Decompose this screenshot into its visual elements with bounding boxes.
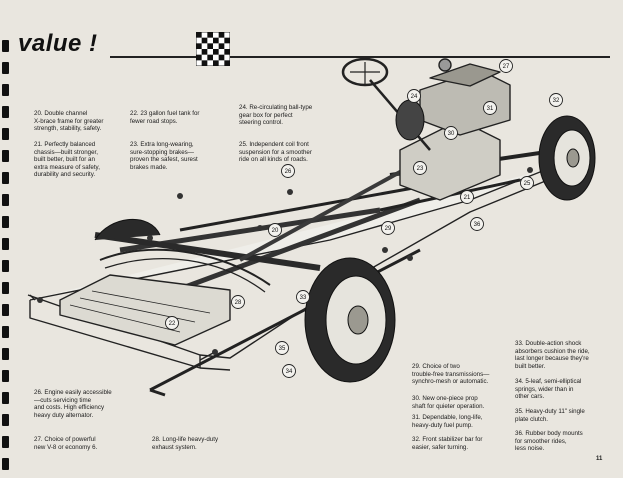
callout-label: 34 bbox=[286, 369, 293, 375]
callout-30: 30 bbox=[444, 126, 458, 140]
callout-35: 35 bbox=[275, 341, 289, 355]
callout-label: 33 bbox=[300, 295, 307, 301]
header-rule bbox=[110, 56, 610, 58]
caption-20: 20. Double channel X-brace frame for gre… bbox=[34, 110, 104, 133]
callout-27: 27 bbox=[499, 59, 513, 73]
caption-26: 26. Engine easily accessible —cuts servi… bbox=[34, 389, 112, 419]
caption-31: 31. Dependable, long-life, heavy-duty fu… bbox=[412, 414, 483, 429]
callout-label: 29 bbox=[385, 226, 392, 232]
callout-34: 34 bbox=[282, 364, 296, 378]
callout-label: 36 bbox=[474, 222, 481, 228]
front-left-wheel bbox=[395, 99, 425, 141]
caption-36: 36. Rubber body mounts for smoother ride… bbox=[515, 430, 583, 453]
front-right-wheel bbox=[538, 115, 596, 201]
caption-25: 25. Independent coil front suspension fo… bbox=[239, 141, 312, 164]
callout-label: 25 bbox=[524, 181, 531, 187]
callout-label: 23 bbox=[417, 166, 424, 172]
callout-label: 27 bbox=[503, 64, 510, 70]
callout-22: 22 bbox=[165, 316, 179, 330]
callout-24: 24 bbox=[407, 89, 421, 103]
callout-label: 30 bbox=[448, 131, 455, 137]
caption-21: 21. Perfectly balanced chassis—built str… bbox=[34, 141, 100, 179]
caption-33: 33. Double-action shock absorbers cushio… bbox=[515, 340, 590, 370]
callout-28: 28 bbox=[231, 295, 245, 309]
caption-27: 27. Choice of powerful new V-8 or econom… bbox=[34, 436, 98, 451]
page-title: value ! bbox=[18, 30, 98, 57]
caption-23: 23. Extra long-wearing, sure-stopping br… bbox=[130, 141, 198, 171]
callout-21: 21 bbox=[460, 190, 474, 204]
rear-right-wheel bbox=[304, 257, 396, 383]
caption-28: 28. Long-life heavy-duty exhaust system. bbox=[152, 436, 219, 451]
checkered-flag-icon bbox=[196, 32, 230, 66]
callout-36: 36 bbox=[470, 217, 484, 231]
spiral-binding bbox=[0, 0, 12, 478]
caption-32: 32. Front stabilizer bar for easier, saf… bbox=[412, 436, 483, 451]
caption-35: 35. Heavy-duty 11" single plate clutch. bbox=[515, 408, 585, 423]
callout-label: 20 bbox=[272, 228, 279, 234]
rear-left-wheel bbox=[94, 219, 161, 241]
callout-31: 31 bbox=[483, 101, 497, 115]
callout-label: 31 bbox=[487, 106, 494, 112]
callout-33: 33 bbox=[296, 290, 310, 304]
callout-label: 28 bbox=[235, 300, 242, 306]
callout-20: 20 bbox=[268, 223, 282, 237]
caption-22: 22. 23 gallon fuel tank for fewer road s… bbox=[130, 110, 200, 125]
callout-32: 32 bbox=[549, 93, 563, 107]
callout-25: 25 bbox=[520, 176, 534, 190]
caption-24: 24. Re-circulating ball-type gear box fo… bbox=[239, 104, 313, 127]
callout-label: 35 bbox=[279, 346, 286, 352]
callout-23: 23 bbox=[413, 161, 427, 175]
page-number: 11 bbox=[596, 456, 603, 462]
callout-26: 26 bbox=[281, 164, 295, 178]
callout-markers: 20 21 22 23 24 25 26 27 28 29 30 31 32 33 34 35 36 bbox=[165, 59, 563, 378]
callout-label: 24 bbox=[411, 94, 418, 100]
callout-29: 29 bbox=[381, 221, 395, 235]
callout-label: 26 bbox=[285, 169, 292, 175]
caption-30: 30. New one-piece prop shaft for quieter… bbox=[412, 395, 485, 410]
callout-label: 32 bbox=[553, 98, 560, 104]
caption-34: 34. 5-leaf, semi-elliptical springs, wid… bbox=[515, 378, 582, 401]
callout-label: 22 bbox=[169, 321, 176, 327]
callout-label: 21 bbox=[464, 195, 471, 201]
caption-29: 29. Choice of two trouble-free transmiss… bbox=[412, 363, 490, 386]
